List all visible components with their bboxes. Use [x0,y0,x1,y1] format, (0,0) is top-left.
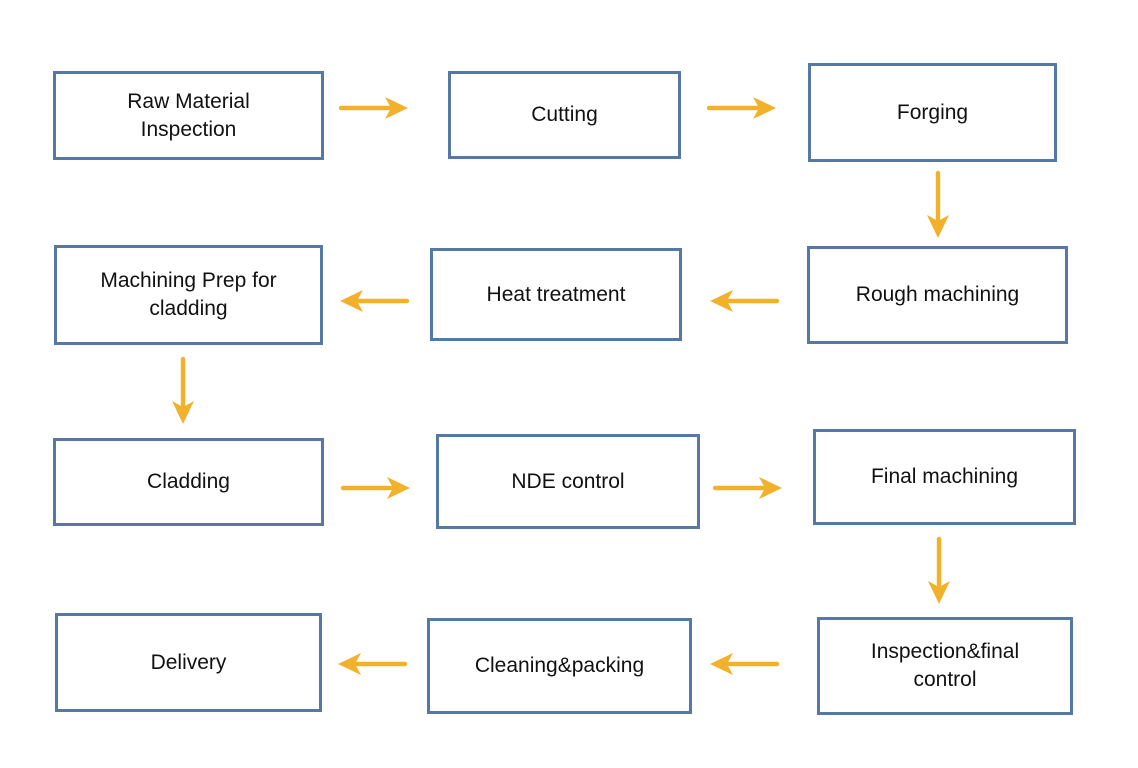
arrow-right-nde-control-to-final-machining [712,477,782,499]
arrow-left-cleaning-packing-to-delivery [338,653,408,675]
node-cleaning-packing: Cleaning&packing [427,618,692,714]
node-final-machining: Final machining [813,429,1076,525]
node-rough-machining: Rough machining [807,246,1068,344]
node-raw-material-inspection: Raw Material Inspection [53,71,324,160]
arrow-left-inspection-to-cleaning-packing [710,653,780,675]
node-label: Inspection&final control [870,640,1020,691]
node-label: Heat treatment [486,282,626,306]
node-label: Forging [896,100,969,124]
arrow-left-rough-machining-to-heat-treatment [710,290,780,312]
arrow-right-cladding-to-nde-control [340,477,410,499]
node-label: Rough machining [855,283,1020,307]
node-nde-control: NDE control [436,434,700,529]
node-label: Final machining [870,465,1019,489]
node-label: Delivery [150,650,227,674]
node-label: Machining Prep for cladding [100,269,277,320]
node-label: Cladding [147,470,230,494]
node-forging: Forging [808,63,1057,162]
arrow-down-machining-prep-to-cladding [172,356,194,424]
arrow-right-cutting-to-forging [706,97,776,119]
node-cutting: Cutting [448,71,681,159]
node-label: NDE control [511,469,625,493]
arrow-down-final-machining-to-inspection [928,536,950,604]
node-label: Cutting [531,103,598,127]
node-cladding: Cladding [53,438,324,526]
arrow-left-heat-treatment-to-machining-prep [340,290,410,312]
node-machining-prep-for-cladding: Machining Prep for cladding [54,245,323,345]
node-inspection-final-control: Inspection&final control [817,617,1073,715]
arrow-right-raw-material-inspection-to-cutting [338,97,408,119]
node-delivery: Delivery [55,613,322,712]
node-label: Raw Material Inspection [127,89,250,141]
arrow-down-forging-to-rough-machining [927,170,949,238]
node-label: Cleaning&packing [474,654,645,678]
node-heat-treatment: Heat treatment [430,248,682,341]
